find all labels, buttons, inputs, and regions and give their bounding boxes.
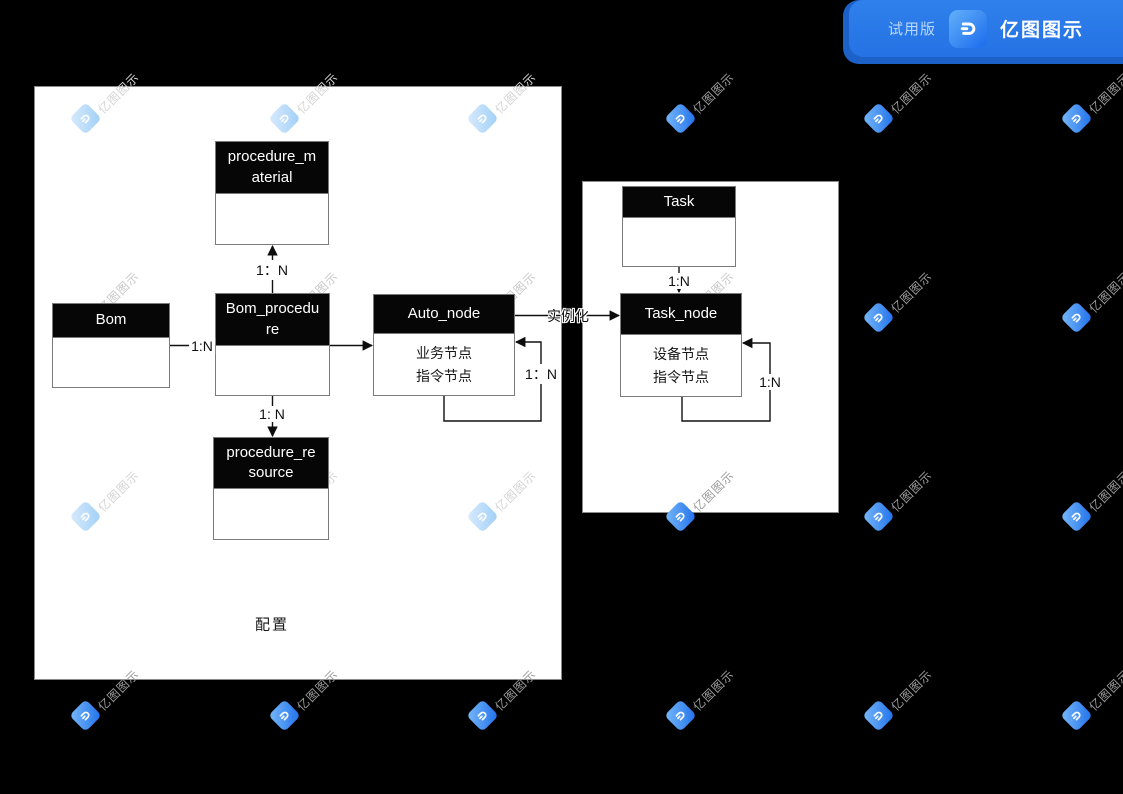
entity-body [216,346,329,395]
connector-tasknode-selfloop[interactable] [681,337,771,422]
trial-badge[interactable]: 试用版 亿图图示 [849,0,1123,57]
entity-task[interactable]: Task [622,186,736,267]
entity-header: Task_node [621,294,741,335]
connector-autonode-selfloop[interactable] [443,336,542,422]
watermark-text: 亿图图示 [888,468,936,515]
edraw-logo-icon [861,698,895,732]
watermark-text: 亿图图示 [690,70,738,117]
entity-procedure-material[interactable]: procedure_material [215,141,329,245]
edraw-logo-icon [267,698,301,732]
entity-header: procedure_material [216,142,328,194]
entity-procedure-resource[interactable]: procedure_resource [213,437,329,540]
entity-bom[interactable]: Bom [52,303,170,388]
watermark-text: 亿图图示 [1086,269,1123,316]
edraw-logo-icon [1059,698,1093,732]
entity-body-line: 指令节点 [653,368,709,385]
entity-body [623,218,735,266]
edraw-logo-icon [861,499,895,533]
edraw-logo-icon [663,698,697,732]
edraw-logo-icon [861,101,895,135]
edraw-logo-icon [1059,101,1093,135]
entity-header: Auto_node [374,295,514,334]
watermark-text: 亿图图示 [888,667,936,714]
edraw-logo-icon [949,9,987,48]
edraw-logo-icon [861,300,895,334]
entity-header: procedure_resource [214,438,328,489]
connector-label-1n[interactable]: 1:N [189,338,215,354]
entity-bom-procedure[interactable]: Bom_procedure [215,293,330,396]
connector-label-1n[interactable]: 1: N [257,406,287,422]
entity-header: Bom [53,304,169,338]
connector-label-instantiate[interactable]: 实例化 [547,308,589,324]
entity-body [53,338,169,387]
entity-body: 业务节点 指令节点 [374,334,514,395]
watermark-text: 亿图图示 [690,667,738,714]
watermark-text: 亿图图示 [1086,70,1123,117]
watermark-text: 亿图图示 [888,269,936,316]
entity-header: Bom_procedure [216,294,329,346]
entity-body: 设备节点 指令节点 [621,335,741,396]
trial-label: 试用版 [887,21,936,38]
watermark-text: 亿图图示 [888,70,936,117]
edraw-logo-icon [465,698,499,732]
edraw-logo-icon [1059,300,1093,334]
brand-name: 亿图图示 [1000,20,1085,41]
connector-label-1n[interactable]: 1:N [666,273,692,289]
entity-body [216,194,328,244]
entity-auto-node[interactable]: Auto_node 业务节点 指令节点 [373,294,515,396]
entity-task-node[interactable]: Task_node 设备节点 指令节点 [620,293,742,397]
entity-body-line: 业务节点 [416,344,472,361]
watermark-text: 亿图图示 [1086,667,1123,714]
connector-label-1n[interactable]: 1：N [523,364,559,384]
watermark-text: 亿图图示 [1086,468,1123,515]
edraw-logo-icon [68,698,102,732]
entity-body-line: 指令节点 [416,367,472,384]
connector-label-1n[interactable]: 1:N [757,374,783,390]
config-caption[interactable]: 配置 [254,616,290,634]
entity-body-line: 设备节点 [653,345,709,362]
entity-body [214,489,328,539]
edraw-logo-icon [1059,499,1093,533]
entity-header: Task [623,187,735,218]
connector-label-1n[interactable]: 1：N [254,260,290,280]
edraw-logo-icon [663,101,697,135]
